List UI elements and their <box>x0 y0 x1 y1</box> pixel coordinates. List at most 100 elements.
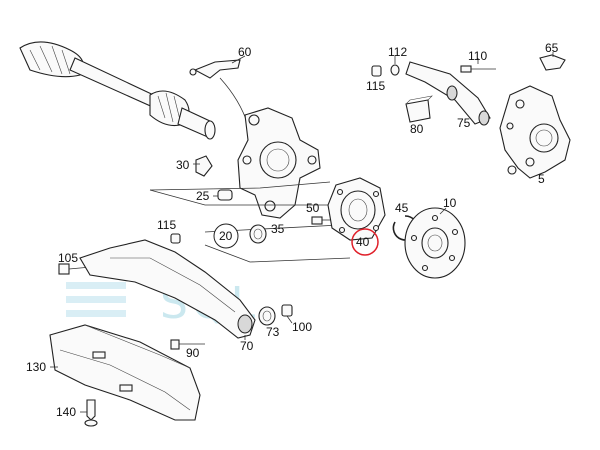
hub-10-hole-icon <box>421 264 429 272</box>
wheel-bearing-bolt-hole-icon <box>336 188 344 196</box>
label-part-35: 35 <box>271 222 285 236</box>
bushing-73-inner-icon <box>262 310 272 322</box>
wheel-bearing-inner-icon <box>348 198 368 222</box>
nut-115-icon <box>371 65 382 77</box>
wheel-bearing-bolt-hole-icon <box>372 190 380 198</box>
label-part-70: 70 <box>240 339 254 353</box>
bracket-65-icon <box>539 54 566 71</box>
label-part-60: 60 <box>238 45 252 59</box>
leader-curve-60 <box>219 77 249 126</box>
label-part-80: 80 <box>410 122 424 136</box>
shaft-boot-inner-ribs-icon <box>157 92 181 123</box>
part-30-clip <box>193 155 213 177</box>
label-part-10: 10 <box>443 196 457 210</box>
bushing-35-icon <box>249 224 267 244</box>
part-35-bushing <box>249 224 267 244</box>
cover-130-slot-icon <box>92 351 106 359</box>
knuckle-5-hole-icon <box>506 122 514 130</box>
guide-line-1 <box>149 181 331 191</box>
cover-130-top-edge-icon <box>84 324 191 369</box>
bolt-50-head-icon <box>311 216 323 225</box>
part-5-knuckle <box>499 85 571 179</box>
label-part-100: 100 <box>292 320 312 334</box>
part-60-bracket <box>189 55 249 126</box>
wheel-carrier-bore-inner-icon <box>266 148 290 172</box>
wheel-carrier-hole-icon <box>248 114 260 126</box>
bracket-80-top-icon <box>405 95 433 105</box>
label-part-112: 112 <box>388 45 407 59</box>
bracket-60-icon <box>193 59 241 79</box>
watermark-stripe-icon <box>66 296 126 303</box>
bolt-110-head-icon <box>460 65 472 73</box>
bracket-80-icon <box>405 99 431 123</box>
part-90-bolt <box>170 339 205 350</box>
knuckle-5-hole-icon <box>507 165 517 175</box>
label-part-140: 140 <box>56 405 76 419</box>
label-part-40: 40 <box>356 235 370 249</box>
bolt-90-head-icon <box>170 339 180 350</box>
bolt-105-head-icon <box>58 263 70 275</box>
shaft-boot-ribs-icon <box>29 45 71 75</box>
part-65-bracket <box>539 52 566 71</box>
bracket-60-hole-icon <box>189 68 197 76</box>
hub-10-hole-icon <box>431 214 439 222</box>
part-25-bushing <box>213 189 233 201</box>
part-130-cover <box>49 324 201 421</box>
hub-10-hole-icon <box>448 254 456 262</box>
clip-140-head-icon <box>84 419 98 427</box>
label-part-115-lower: 115 <box>157 218 176 232</box>
label-part-115-upper: 115 <box>366 79 385 93</box>
wheel-carrier-bore-icon <box>259 141 297 179</box>
nut-115-lower-icon <box>170 233 181 244</box>
label-part-75: 75 <box>457 116 471 130</box>
leader-line-100 <box>286 315 293 324</box>
parts-73-100 <box>258 304 293 326</box>
trailing-arm-70-icon <box>79 239 256 339</box>
wheel-bearing-bolt-hole-icon <box>338 226 346 234</box>
knuckle-5-hole-icon <box>525 157 535 167</box>
part-20-callout <box>213 223 239 249</box>
control-arm-75-bushing-icon <box>478 110 490 126</box>
part-140-clip <box>80 399 98 427</box>
watermark-stripe-icon <box>66 310 126 317</box>
knuckle-5-bore-icon <box>529 123 559 153</box>
part-115-nut-lower <box>170 233 181 244</box>
knuckle-5-bore-inner-icon <box>535 129 553 147</box>
clip-30-icon <box>195 155 213 177</box>
washer-112-icon <box>390 64 400 76</box>
part-80-bracket <box>405 95 433 123</box>
cover-130-edge-icon <box>59 349 191 411</box>
leader-line-60 <box>231 55 246 64</box>
knuckle-5-hole-icon <box>515 99 525 109</box>
wheel-carrier-hole-icon <box>307 155 317 165</box>
label-part-30: 30 <box>176 158 190 172</box>
cover-130-slot-icon <box>119 384 133 392</box>
drive-shaft <box>19 41 216 140</box>
control-arm-75-bushing-icon <box>446 85 458 101</box>
shaft-bar-icon <box>69 57 161 109</box>
part-75-control-arm <box>405 61 491 126</box>
upper-right-fasteners <box>371 56 496 77</box>
part-labels: 60 112 110 65 115 80 75 5 30 25 20 35 50… <box>26 41 559 419</box>
highlight-circle-40 <box>351 228 379 256</box>
guide-line-4 <box>204 244 351 263</box>
trailing-arm-70-rib-icon <box>110 257 236 313</box>
hub-10-center-icon <box>421 227 449 259</box>
hub-10-bore-icon <box>427 234 443 252</box>
hub-10-hole-icon <box>451 228 459 236</box>
clip-140-icon <box>86 399 96 421</box>
callout-circle-20-icon <box>213 223 239 249</box>
hub-10-hole-icon <box>410 234 418 242</box>
label-part-45: 45 <box>395 201 409 215</box>
bushing-73-icon <box>258 306 276 326</box>
bushing-35-inner-icon <box>253 228 263 240</box>
label-part-25: 25 <box>196 189 210 203</box>
part-40-wheel-bearing <box>327 177 386 241</box>
part-10-hub <box>404 207 466 279</box>
watermark-stripe-icon <box>66 282 126 289</box>
trailing-arm-70-bushing-icon <box>237 314 253 334</box>
wheel-carrier-hole-icon <box>242 155 252 165</box>
label-part-105: 105 <box>58 251 78 265</box>
label-part-110: 110 <box>468 49 487 63</box>
